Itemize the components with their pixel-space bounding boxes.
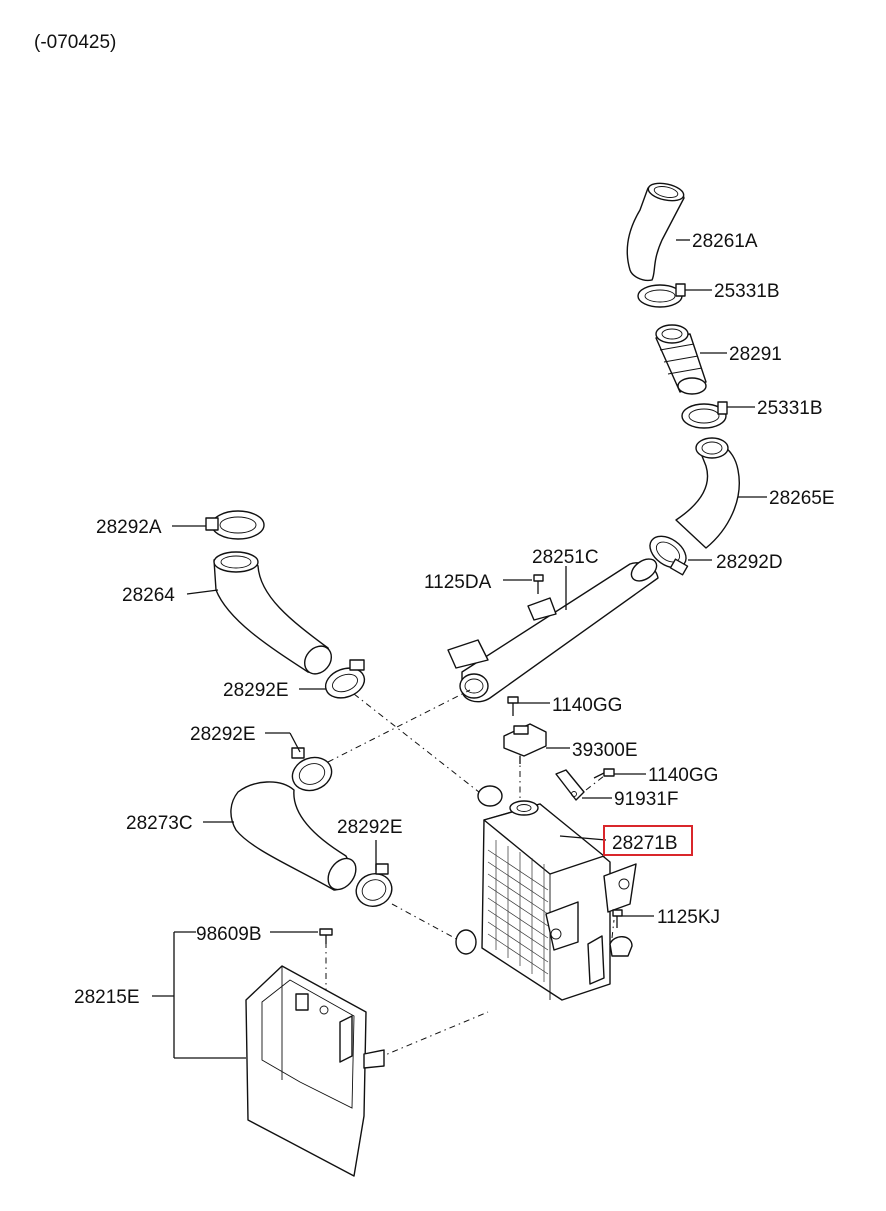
clamp-28292D[interactable] — [644, 530, 692, 576]
label-28292D[interactable]: 28292D — [716, 552, 783, 573]
bolt-1140GG-2[interactable] — [593, 768, 615, 779]
intercooler-28271B[interactable] — [455, 785, 637, 1001]
clamp-25331B-top[interactable] — [637, 283, 686, 308]
clamp-28292A[interactable] — [205, 510, 265, 540]
label-28292A[interactable]: 28292A — [96, 517, 162, 538]
hose-28261A[interactable] — [626, 180, 685, 282]
air-duct-28215E[interactable] — [245, 965, 385, 1177]
label-28265E[interactable]: 28265E — [769, 488, 835, 509]
label-28292E-3[interactable]: 28292E — [337, 817, 403, 838]
clamp-25331B-lower[interactable] — [681, 401, 728, 429]
label-1125DA[interactable]: 1125DA — [424, 572, 492, 593]
label-28264[interactable]: 28264 — [122, 585, 175, 606]
label-25331B-top[interactable]: 25331B — [714, 281, 780, 302]
clamp-28292E-2[interactable] — [288, 747, 337, 796]
label-28273C[interactable]: 28273C — [126, 813, 193, 834]
screw-98609B[interactable] — [319, 928, 333, 944]
clamp-28292E-1[interactable] — [321, 659, 368, 703]
label-28292E-1[interactable]: 28292E — [223, 680, 289, 701]
label-28271B[interactable]: 28271B — [612, 833, 678, 854]
cooling-fins — [487, 840, 549, 982]
pipe-28251C[interactable] — [447, 555, 661, 703]
label-1140GG-1[interactable]: 1140GG — [552, 695, 622, 716]
label-39300E[interactable]: 39300E — [572, 740, 638, 761]
label-25331B-lower[interactable]: 25331B — [757, 398, 823, 419]
hose-28265E[interactable] — [675, 437, 740, 549]
label-28292E-2[interactable]: 28292E — [190, 724, 256, 745]
label-91931F[interactable]: 91931F — [614, 789, 678, 810]
sensor-39300E[interactable] — [503, 723, 547, 764]
hose-28273C[interactable] — [230, 781, 362, 895]
bolt-1125DA[interactable] — [533, 574, 544, 594]
clamp-28292E-3[interactable] — [352, 863, 397, 911]
bracket-91931F[interactable] — [555, 769, 585, 801]
label-28251C[interactable]: 28251C — [532, 547, 599, 568]
label-28261A[interactable]: 28261A — [692, 231, 758, 252]
label-28215E[interactable]: 28215E — [74, 987, 140, 1008]
label-28291[interactable]: 28291 — [729, 344, 782, 365]
label-1125KJ[interactable]: 1125KJ — [657, 907, 720, 928]
label-98609B[interactable]: 98609B — [196, 924, 262, 945]
highlight-box-28271B — [603, 825, 693, 856]
pipe-28291[interactable] — [655, 324, 707, 395]
hose-28264[interactable] — [213, 551, 337, 679]
bolt-1125KJ[interactable] — [612, 909, 623, 928]
label-1140GG-2[interactable]: 1140GG — [648, 765, 718, 786]
date-code-label: (-070425) — [34, 32, 116, 53]
bolt-1140GG-1[interactable] — [507, 696, 519, 716]
